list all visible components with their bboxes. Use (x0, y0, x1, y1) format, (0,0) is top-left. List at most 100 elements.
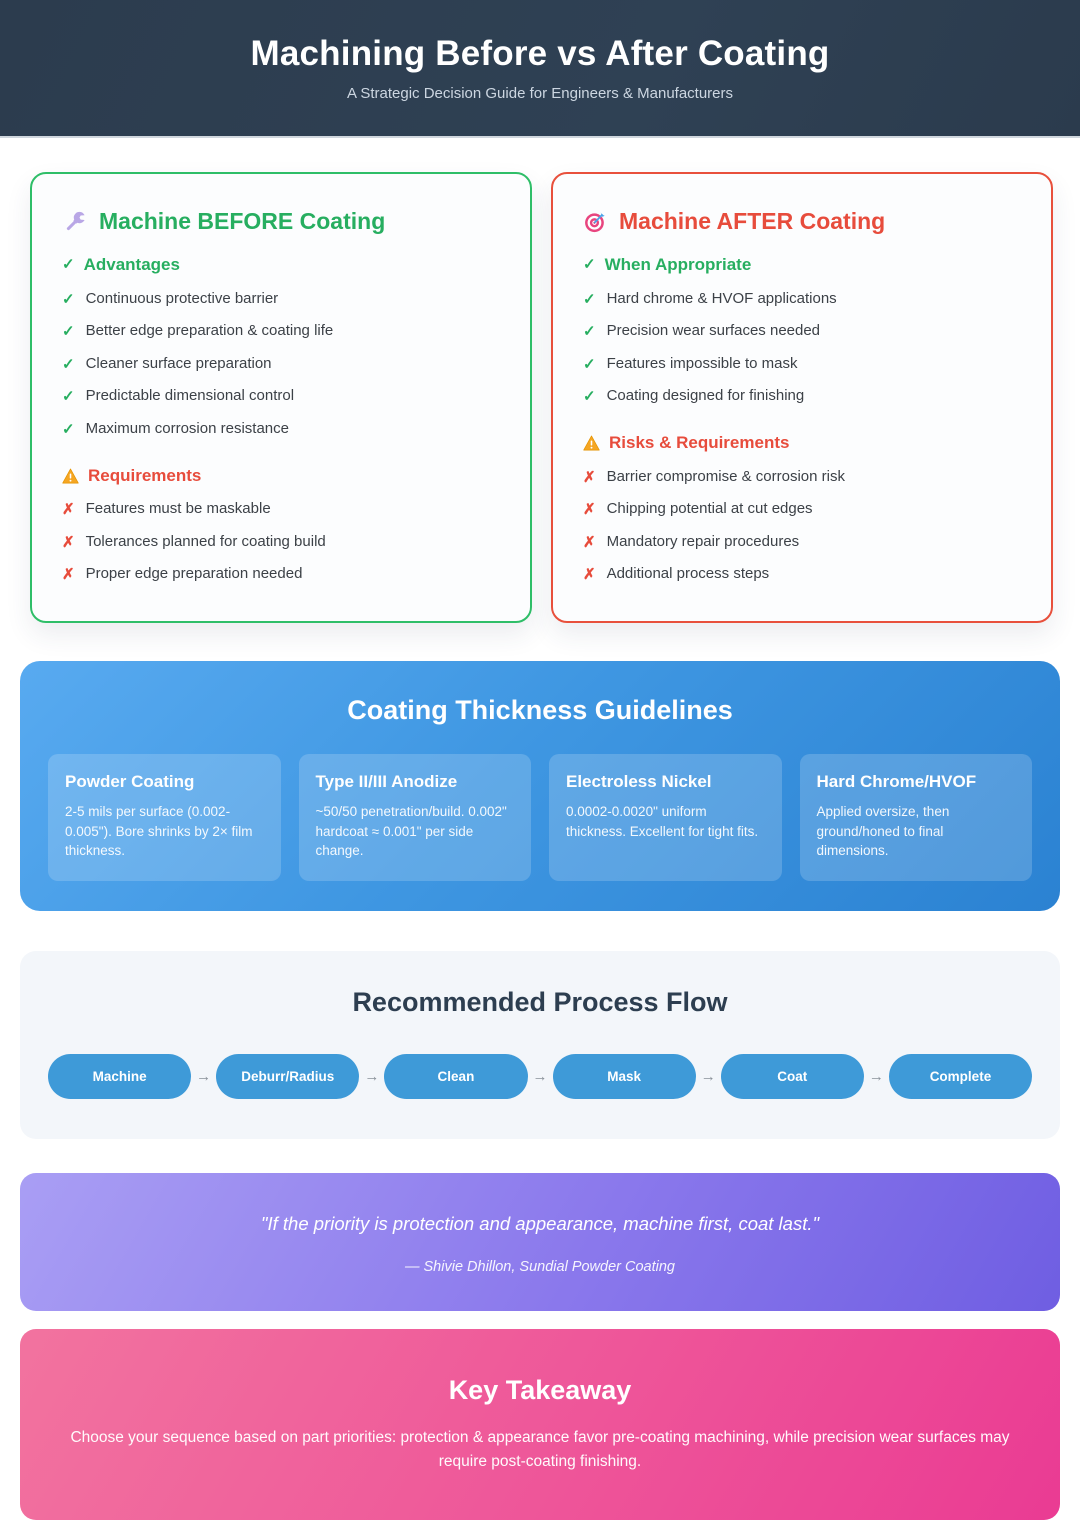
check-icon: ✓ (583, 355, 596, 373)
thickness-card-title: Electroless Nickel (566, 772, 712, 791)
arrow-right-icon: → (532, 1067, 548, 1085)
list-item-text: Predictable dimensional control (85, 387, 295, 404)
risks-heading-text: Risks & Requirements (609, 433, 790, 452)
thickness-cards: Powder Coating 2-5 mils per surface (0.0… (48, 754, 1032, 881)
list-item: ✗Mandatory repair procedures (583, 526, 1021, 559)
list-item-text: Tolerances planned for coating build (85, 532, 326, 550)
flow-step-coat: Coat (720, 1053, 864, 1099)
cross-icon: ✗ (62, 533, 75, 551)
list-item-text: Features impossible to mask (606, 354, 798, 372)
appropriate-list: ✓Hard chrome & HVOF applications ✓ Precis… (583, 283, 1021, 413)
page-title: Machining Before vs After Coating (250, 34, 830, 73)
list-item-text: Barrier compromise & corrosion risk (606, 467, 845, 485)
quote-text: "If the priority is protection and appea… (260, 1212, 820, 1234)
flow-step-mask: Mask (552, 1053, 696, 1099)
list-item: ✓Coating designed for finishing (583, 381, 1021, 414)
advantages-heading: ✓ Advantages (62, 255, 500, 275)
takeaway-title: Key Takeaway (448, 1374, 632, 1405)
takeaway-body: Choose your sequence based on part prior… (70, 1428, 1010, 1470)
arrow-right-icon: → (700, 1067, 716, 1085)
header: Machining Before vs After Coating A Stra… (0, 0, 1080, 138)
arrow-right-icon: → (868, 1067, 884, 1085)
cross-icon: ✗ (583, 501, 596, 518)
process-flow-title: Recommended Process Flow (352, 986, 728, 1017)
process-flow-row: Machine → Deburr/Radius → Clean → Mask →… (48, 1053, 1033, 1099)
list-item-text: Chipping potential at cut edges (606, 500, 813, 517)
thickness-card-title: Type II/III Anodize (315, 772, 458, 791)
check-icon: ✓ (62, 420, 75, 438)
list-item-text: Features must be maskable (85, 500, 271, 517)
thickness-card-chrome: Hard Chrome/HVOF Applied oversize, then … (799, 754, 1032, 881)
check-icon: ✓ (62, 323, 75, 340)
cross-icon: ✗ (583, 468, 596, 486)
appropriate-heading: ✓ When Appropriate (583, 255, 1021, 275)
after-card-title-text: Machine AFTER Coating (619, 208, 886, 234)
check-icon: ✓ (62, 256, 75, 274)
cross-icon: ✗ (583, 533, 596, 551)
check-icon: ✓ (583, 290, 596, 308)
risks-list: ✗ Barrier compromise & corrosion risk ✗ Ch… (583, 461, 1021, 591)
list-item: ✓ Predictable dimensional control (62, 381, 500, 414)
list-item-text: Precision wear surfaces needed (606, 322, 821, 339)
list-item: ✓ Cleaner surface preparation (62, 348, 500, 381)
appropriate-heading-text: When Appropriate (604, 255, 752, 274)
warning-icon (583, 435, 600, 451)
thickness-card-title: Powder Coating (65, 772, 195, 791)
check-icon: ✓ (62, 388, 75, 405)
thickness-card-body: 0.0002-0.0020" uniform thickness. Excell… (566, 804, 759, 839)
cross-icon: ✗ (583, 566, 596, 583)
target-icon (583, 209, 608, 234)
before-card-title-text: Machine BEFORE Coating (99, 208, 386, 234)
list-item: ✓ Precision wear surfaces needed (583, 316, 1021, 349)
list-item: ✗ Chipping potential at cut edges (583, 494, 1021, 527)
check-icon: ✓ (583, 256, 596, 274)
after-coating-card: Machine AFTER Coating ✓ When Appropriate… (551, 172, 1053, 623)
thickness-section: Coating Thickness Guidelines Powder Coat… (20, 661, 1060, 911)
list-item-text: Coating designed for finishing (606, 387, 805, 404)
check-icon: ✓ (583, 323, 596, 340)
before-card-title: Machine BEFORE Coating (62, 208, 500, 235)
list-item: ✗Additional process steps (583, 559, 1021, 592)
cross-icon: ✗ (62, 566, 75, 583)
list-item: ✗ Proper edge preparation needed (62, 559, 500, 592)
process-flow-section: Recommended Process Flow Machine → Debur… (20, 950, 1060, 1139)
cross-icon: ✗ (62, 501, 75, 518)
flow-step-complete: Complete (888, 1053, 1033, 1099)
list-item: ✓ Maximum corrosion resistance (62, 413, 500, 446)
list-item: ✓ Features impossible to mask (583, 348, 1021, 381)
takeaway-section: Key Takeaway Choose your sequence based … (20, 1328, 1060, 1520)
wrench-icon (62, 209, 88, 235)
requirements-heading-text: Requirements (88, 465, 202, 485)
advantages-heading-text: Advantages (83, 255, 180, 274)
thickness-card-nickel: Electroless Nickel 0.0002-0.0020" unifor… (549, 754, 782, 881)
list-item: ✓Hard chrome & HVOF applications (583, 283, 1021, 316)
arrow-right-icon: → (364, 1067, 380, 1085)
flow-step-machine: Machine (48, 1053, 192, 1099)
thickness-card-title: Hard Chrome/HVOF (816, 772, 977, 791)
thickness-title: Coating Thickness Guidelines (347, 695, 733, 725)
list-item-text: Maximum corrosion resistance (85, 419, 289, 437)
list-item: ✗ Tolerances planned for coating build (62, 526, 500, 559)
check-icon: ✓ (62, 290, 75, 308)
list-item-text: Cleaner surface preparation (85, 354, 272, 372)
list-item-text: Proper edge preparation needed (85, 565, 303, 582)
thickness-card-body: Applied oversize, then ground/honed to f… (816, 804, 950, 859)
thickness-card-powder: Powder Coating 2-5 mils per surface (0.0… (48, 754, 281, 881)
advantages-list: ✓ Continuous protective barrier ✓Better e… (62, 283, 500, 446)
quote-section: "If the priority is protection and appea… (20, 1172, 1060, 1311)
requirements-heading: Requirements (62, 466, 500, 486)
after-card-title: Machine AFTER Coating (583, 208, 1021, 235)
warning-icon (62, 468, 79, 484)
list-item: ✓ Continuous protective barrier (62, 283, 500, 316)
list-item: ✓Better edge preparation & coating life (62, 316, 500, 349)
thickness-card-anodize: Type II/III Anodize ~50/50 penetration/b… (298, 754, 531, 881)
list-item: ✗ Barrier compromise & corrosion risk (583, 461, 1021, 494)
thickness-card-body: ~50/50 penetration/build. 0.002" hardcoa… (315, 804, 507, 859)
list-item: ✗ Features must be maskable (62, 494, 500, 527)
list-item-text: Continuous protective barrier (85, 289, 279, 307)
flow-step-deburr: Deburr/Radius (216, 1053, 360, 1099)
check-icon: ✓ (62, 355, 75, 373)
flow-step-clean: Clean (384, 1053, 528, 1099)
requirements-list: ✗ Features must be maskable ✗ Tolerances p… (62, 494, 500, 592)
